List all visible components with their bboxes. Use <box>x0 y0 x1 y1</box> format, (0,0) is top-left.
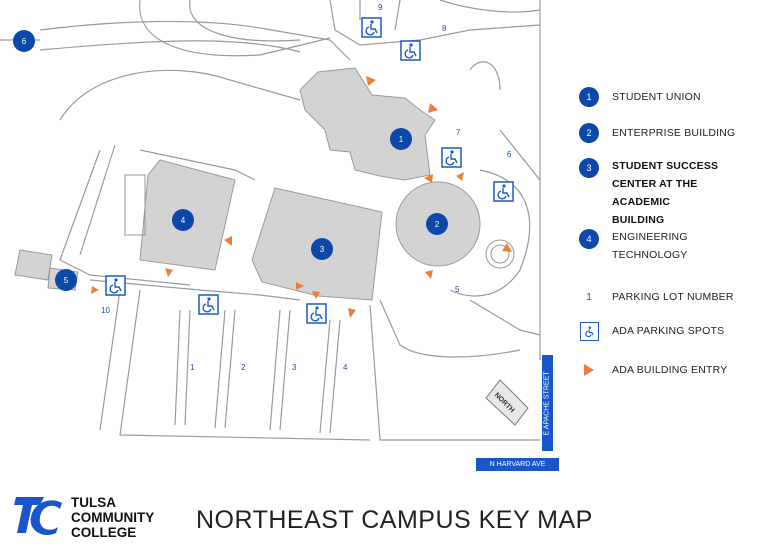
parking-lot-numbers: 1 2 3 4 5 6 7 8 9 10 <box>101 3 512 372</box>
legend-item: ADA PARKING SPOTS <box>578 320 724 342</box>
legend-item: 1 STUDENT UNION <box>578 86 701 108</box>
building-shapes <box>14 67 481 301</box>
street-sign-apache: E APACHE STREET <box>542 355 553 451</box>
tcc-logo <box>14 497 62 536</box>
ada-entry-triangle <box>348 308 356 318</box>
svg-text:2: 2 <box>435 220 440 229</box>
ada-parking-icon <box>306 303 327 324</box>
north-arrow: NORTH <box>485 379 529 426</box>
legend-label: ADA BUILDING ENTRY <box>612 364 728 376</box>
lot-label: 7 <box>456 128 461 137</box>
legend-item: 3 STUDENT SUCCESS CENTER AT THE ACADEMIC… <box>578 157 722 229</box>
logo-line: TULSA <box>71 495 116 510</box>
lot-label: 4 <box>343 363 348 372</box>
legend-building-marker: 2 <box>579 123 599 143</box>
svg-text:4: 4 <box>181 216 186 225</box>
svg-text:1: 1 <box>399 135 404 144</box>
lot-label: 1 <box>190 363 195 372</box>
marker-engineering-technology[interactable]: 4 <box>172 209 194 231</box>
ada-parking-icons <box>105 17 514 324</box>
lot-label: 3 <box>292 363 297 372</box>
ada-entry-triangle <box>224 236 232 246</box>
lot-label: 2 <box>241 363 246 372</box>
ada-entry-triangle <box>296 282 304 290</box>
legend-label: ENTERPRISE BUILDING <box>612 127 736 139</box>
ada-parking-icon <box>579 321 599 341</box>
ada-entry-triangle-icon <box>584 364 594 376</box>
ada-entry-triangle <box>424 174 433 183</box>
street-name-east: E APACHE STREET <box>544 370 551 436</box>
street-name-south: N HARVARD AVE <box>489 461 546 468</box>
building-markers: 1 2 3 4 5 6 <box>13 30 448 291</box>
legend-building-marker: 3 <box>579 158 599 178</box>
lot-label: 8 <box>442 24 447 33</box>
legend-building-marker: 4 <box>579 229 599 249</box>
lot-label: 5 <box>455 285 460 294</box>
legend-label: STUDENT SUCCESS CENTER AT THE ACADEMIC B… <box>612 160 719 226</box>
svg-text:6: 6 <box>22 37 27 46</box>
svg-text:5: 5 <box>64 276 69 285</box>
legend-label: ADA PARKING SPOTS <box>612 325 725 337</box>
lot-label: 9 <box>378 3 383 12</box>
logo-line: COMMUNITY <box>71 510 155 525</box>
legend-label: ENGINEERING TECHNOLOGY <box>612 231 688 261</box>
ada-entry-triangle <box>425 270 433 279</box>
street-sign-harvard: N HARVARD AVE <box>476 458 559 471</box>
ada-parking-icon <box>198 294 219 315</box>
marker-academic-building[interactable]: 3 <box>311 238 333 260</box>
ada-entry-triangle <box>312 291 320 299</box>
marker-building-5[interactable]: 5 <box>55 269 77 291</box>
legend-item: 4 ENGINEERING TECHNOLOGY <box>578 228 712 264</box>
ada-entry-triangle <box>91 286 99 294</box>
ada-entry-triangle <box>165 268 173 277</box>
ada-parking-icon <box>493 181 514 202</box>
legend-lot-number: 1 <box>586 291 592 303</box>
lot-label: 6 <box>507 150 512 159</box>
marker-enterprise-building[interactable]: 2 <box>426 213 448 235</box>
ada-entry-triangle <box>366 76 376 86</box>
marker-student-union[interactable]: 1 <box>390 128 412 150</box>
ada-entry-triangle <box>502 243 512 252</box>
logo-line: COLLEGE <box>71 525 137 540</box>
ada-parking-icon <box>400 40 421 61</box>
ada-entry-markers <box>91 76 512 318</box>
legend-item: 2 ENTERPRISE BUILDING <box>578 122 735 144</box>
map-title: NORTHEAST CAMPUS KEY MAP <box>196 506 593 534</box>
logo-text: TULSA COMMUNITY COLLEGE <box>71 495 154 540</box>
marker-building-6[interactable]: 6 <box>13 30 35 52</box>
lot-label: 10 <box>101 306 110 315</box>
ada-parking-icon <box>361 17 382 38</box>
legend-label: PARKING LOT NUMBER <box>612 291 734 303</box>
legend-label: STUDENT UNION <box>612 91 701 103</box>
legend-building-marker: 1 <box>579 87 599 107</box>
svg-text:3: 3 <box>320 245 325 254</box>
ada-entry-triangle <box>456 172 464 181</box>
ada-parking-icon <box>105 275 126 296</box>
roads <box>0 0 541 441</box>
legend-item: ADA BUILDING ENTRY <box>578 359 727 381</box>
ada-parking-icon <box>441 147 462 168</box>
legend-item: 1 PARKING LOT NUMBER <box>578 286 734 308</box>
ada-entry-triangle <box>428 103 438 113</box>
